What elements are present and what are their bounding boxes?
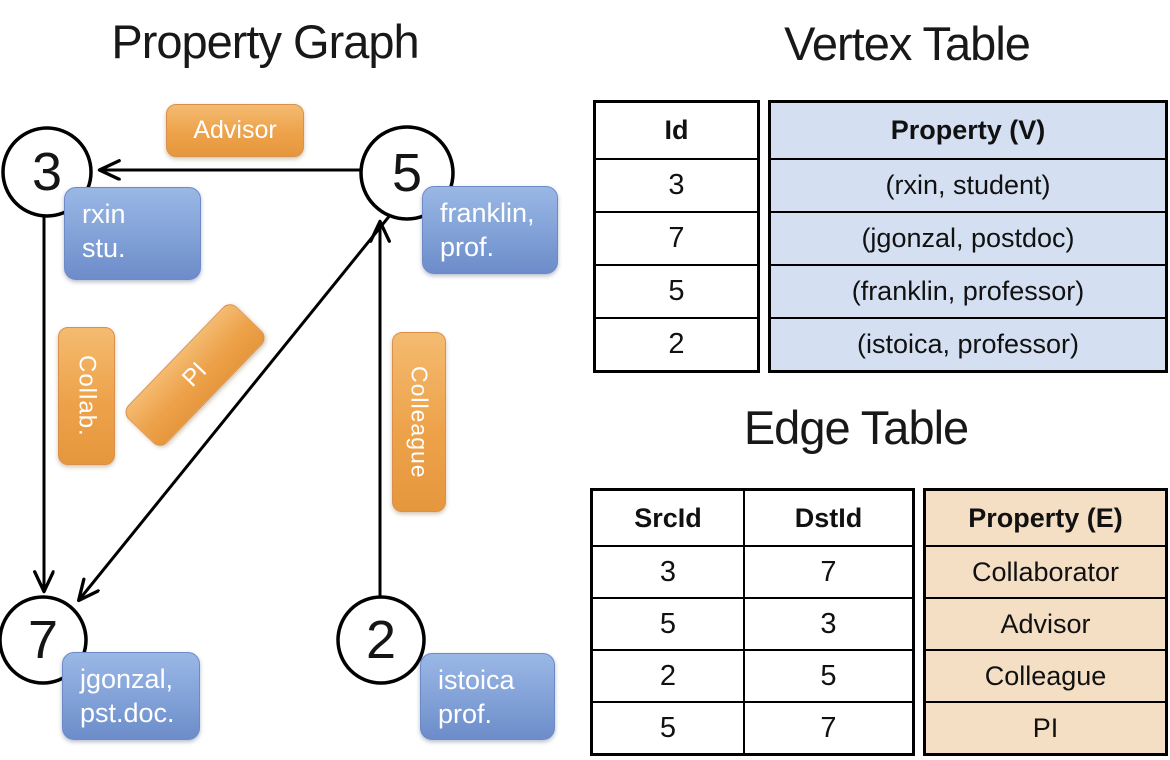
vertex-table-row-id: 2 [596,317,757,370]
edge-table-row-property: PI [926,701,1165,753]
node-2-property-box: istoica prof. [420,653,555,740]
edge-table-row: 2 5 [593,649,912,701]
node-5-id: 5 [391,143,423,203]
edge-table-srcid: 5 [593,599,745,649]
node-2-circle [336,595,426,685]
edge-table-srcid: 2 [593,651,745,701]
vertex-table-title: Vertex Table [784,17,1031,70]
edge-table-row-property: Collaborator [926,545,1165,597]
edge-table-dstid: 7 [820,711,837,744]
vertex-table-row-property: (jgonzal, postdoc) [771,211,1165,264]
edge-table-dstid: 5 [820,659,837,692]
edge-pi-5-to-7 [79,213,393,600]
edge-table-row: 3 7 [593,545,912,597]
vertex-table-row-property: (rxin, student) [771,158,1165,211]
vertex-table-row-id: 3 [596,158,757,211]
vertex-table-id-column: Id 3 7 5 2 [593,100,760,373]
edge-table-header-dstid: DstId [794,502,863,533]
edge-label-colleague: Colleague [392,332,446,512]
vertex-table-header-property: Property (V) [890,115,1046,145]
edge-table-header-property: Property (E) [968,502,1123,533]
vertex-table-row-id: 7 [596,211,757,264]
vertex-table-row-property: (istoica, professor) [771,317,1165,370]
edge-label-advisor: Advisor [166,104,304,157]
edge-table-row-property: Colleague [926,649,1165,701]
edge-table-srcid: 5 [593,703,745,753]
vertex-table-header-id: Id [664,115,689,145]
edge-table-id-columns: SrcId DstId 3 7 5 3 2 5 5 7 [590,488,915,756]
edge-label-pi-text: PI [177,357,213,393]
node-7-property-box: jgonzal, pst.doc. [62,652,200,740]
edge-table-dstid: 3 [820,607,837,640]
edge-label-collab-text: Collab. [73,355,101,437]
edge-table-srcid: 3 [593,547,745,597]
node-7-id: 7 [27,610,59,670]
vertex-table-row-property: (franklin, professor) [771,264,1165,317]
edge-table-dstid: 7 [820,555,837,588]
edge-table-property-column: Property (E) Collaborator Advisor Collea… [923,488,1168,756]
edge-table-row: 5 3 [593,597,912,649]
node-5-property-box: franklin, prof. [422,186,558,274]
edge-label-advisor-text: Advisor [193,116,277,144]
edge-table-title: Edge Table [743,401,969,454]
property-graph-title: Property Graph [111,15,419,68]
edge-label-collab: Collab. [58,327,115,465]
edge-table-header-srcid: SrcId [593,491,745,545]
vertex-table-row-id: 5 [596,264,757,317]
vertex-table-property-column: Property (V) (rxin, student) (jgonzal, p… [768,100,1168,373]
edge-table-row: 5 7 [593,701,912,753]
edge-table-row-property: Advisor [926,597,1165,649]
node-3-id: 3 [31,142,63,202]
node-3-property-box: rxin stu. [64,187,201,280]
edge-table-header-row: SrcId DstId [593,491,912,545]
edge-label-colleague-text: Colleague [406,365,433,479]
node-2-id: 2 [365,610,397,670]
